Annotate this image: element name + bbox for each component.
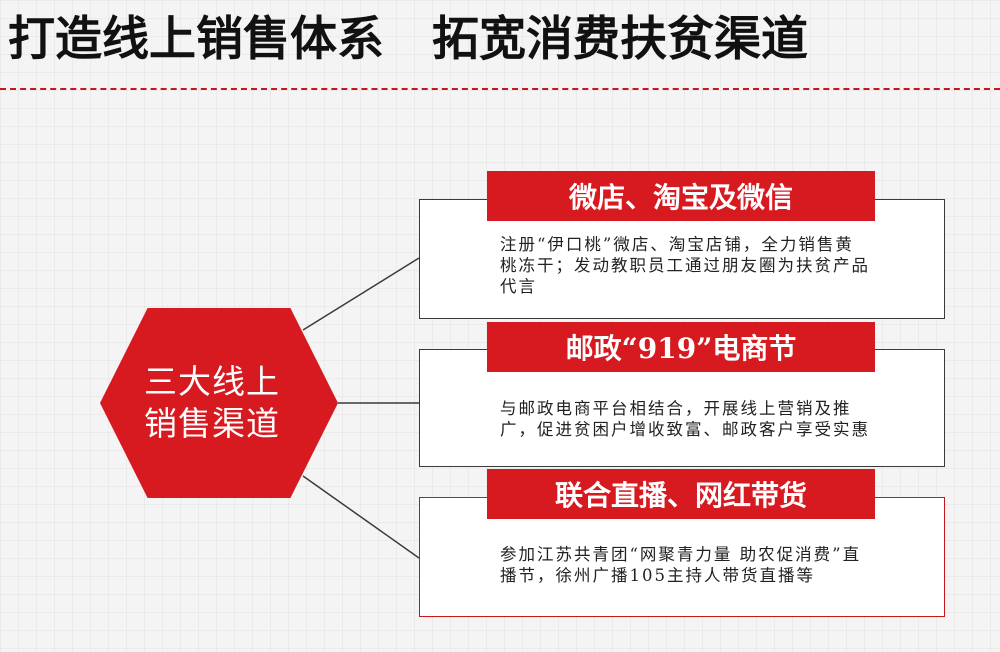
- slide-title-right: 拓宽消费扶贫渠道: [432, 12, 808, 67]
- center-label: 三大线上销售渠道: [144, 362, 280, 443]
- connector-line-bottom: [302, 475, 420, 559]
- center-hexagon: 三大线上销售渠道: [100, 308, 338, 498]
- slide-title-left: 打造线上销售体系: [8, 12, 384, 67]
- channel-description: 参加江苏共青团“网聚青力量 助农促消费”直播节，徐州广播105主持人带货直播等: [500, 545, 862, 585]
- slide-title: 打造线上销售体系拓宽消费扶贫渠道: [8, 10, 808, 70]
- channel-header-livestream: 联合直播、网红带货: [487, 469, 875, 519]
- channel-header-wechat-store: 微店、淘宝及微信: [487, 171, 875, 221]
- channel-description: 与邮政电商平台相结合，开展线上营销及推广，促进贫困户增收致富、邮政客户享受实惠: [500, 399, 870, 439]
- connector-line-top: [302, 257, 420, 331]
- title-divider: [0, 88, 1000, 90]
- channel-description: 注册“伊口桃”微店、淘宝店铺，全力销售黄桃冻干；发动教职员工通过朋友圈为扶贫产品…: [500, 235, 870, 296]
- channel-header-postal-festival: 邮政“919”电商节: [487, 322, 875, 372]
